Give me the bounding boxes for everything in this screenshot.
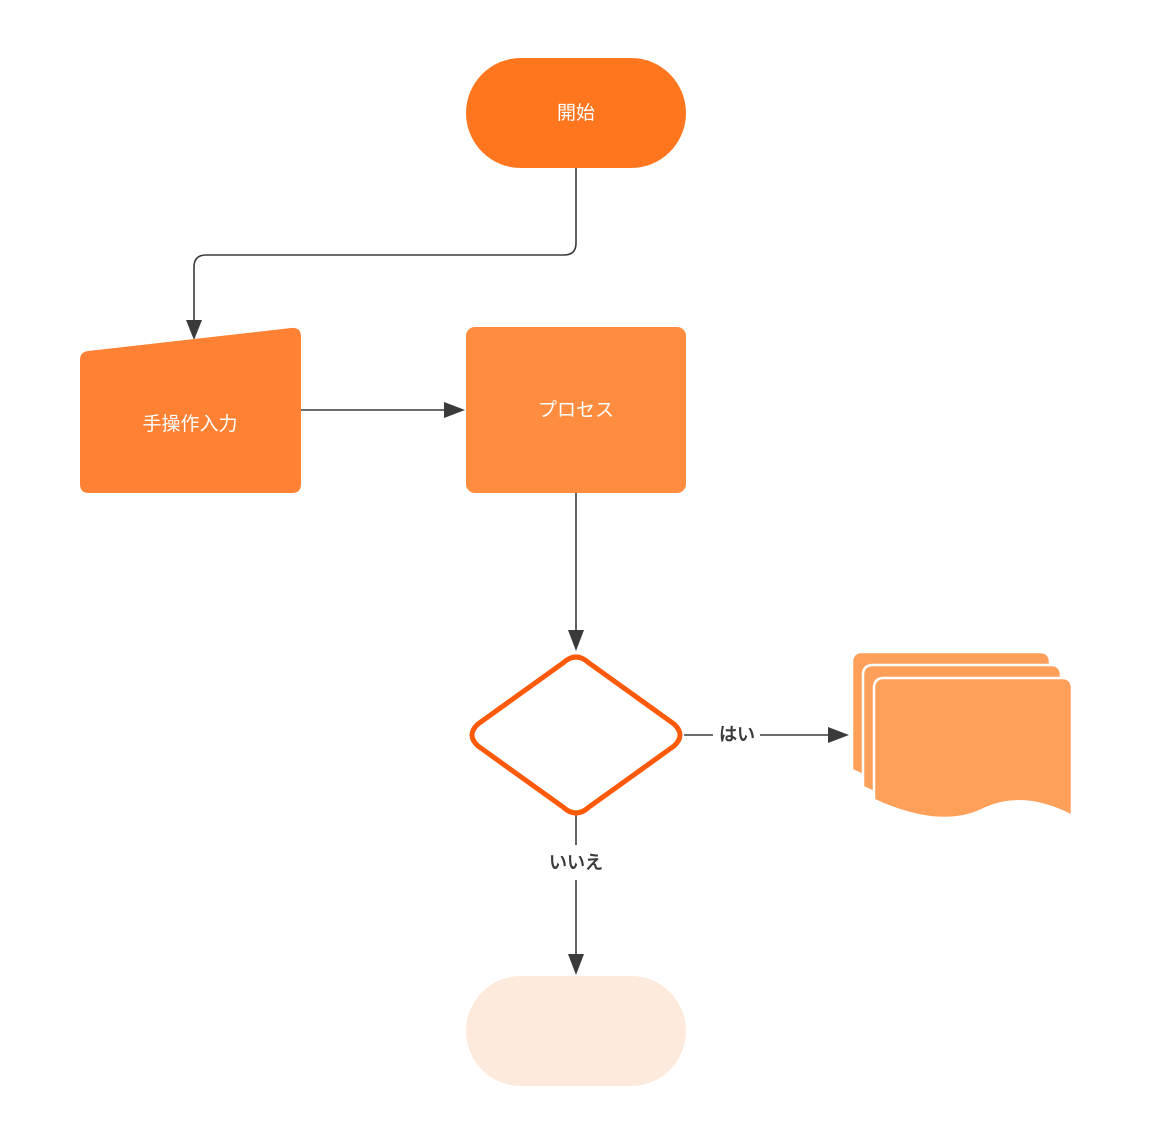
node-start[interactable]: 開始 bbox=[466, 58, 686, 168]
node-process[interactable]: プロセス bbox=[466, 327, 686, 493]
edge-label-yes: はい bbox=[719, 725, 755, 746]
node-start-label: 開始 bbox=[557, 102, 595, 124]
edge-start-to-manual-input bbox=[186, 168, 577, 340]
node-documents[interactable] bbox=[850, 650, 1074, 820]
node-manual-input-label: 手操作入力 bbox=[142, 413, 237, 435]
node-manual-input-shape bbox=[80, 327, 301, 493]
edge-decision-no: いいえ bbox=[549, 815, 603, 975]
edge-decision-yes: はい bbox=[684, 725, 849, 746]
edge-process-to-decision bbox=[568, 493, 584, 651]
node-end-shape bbox=[466, 976, 686, 1086]
document-page-front bbox=[872, 676, 1074, 820]
edge-manual-input-to-process bbox=[301, 402, 465, 418]
node-process-shape bbox=[466, 327, 686, 493]
node-decision-shape bbox=[469, 654, 683, 816]
node-decision[interactable] bbox=[469, 654, 683, 816]
node-manual-input[interactable]: 手操作入力 bbox=[80, 327, 301, 493]
edge-label-no: いいえ bbox=[549, 853, 603, 874]
node-process-label: プロセス bbox=[538, 399, 614, 421]
node-end[interactable] bbox=[466, 976, 686, 1086]
node-start-shape bbox=[466, 58, 686, 168]
